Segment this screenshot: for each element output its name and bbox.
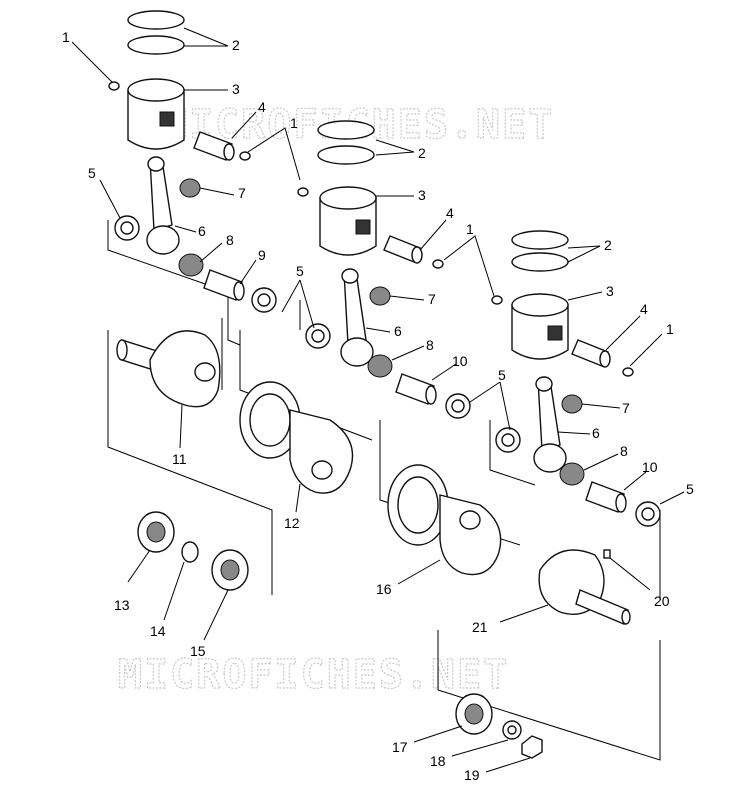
wrist-pin-2 <box>383 235 423 264</box>
crank-center-12 <box>239 381 354 494</box>
callout-9: 9 <box>258 247 266 263</box>
needle-bearing-2a <box>369 286 391 306</box>
callout-10: 10 <box>642 459 658 475</box>
callout-5: 5 <box>498 367 506 383</box>
circlip-1a <box>108 81 120 91</box>
assembly-frames <box>107 220 661 761</box>
circlip-2b <box>432 259 444 269</box>
callout-8: 8 <box>426 337 434 353</box>
callout-18: 18 <box>430 753 446 769</box>
callout-4: 4 <box>640 301 648 317</box>
crank-pin-9 <box>203 269 245 301</box>
needle-bearing-1a <box>179 178 201 198</box>
needle-bearing-2b <box>367 354 393 378</box>
callout-6: 6 <box>394 323 402 339</box>
needle-bearing-3a <box>561 394 583 414</box>
connecting-rod-1 <box>146 156 180 255</box>
wrist-pin-1 <box>193 131 235 161</box>
thrust-washer-3b <box>635 501 661 527</box>
callout-1: 1 <box>62 29 70 45</box>
connecting-rod-2 <box>340 268 374 367</box>
callout-labels: 1 2 3 4 1 5 7 6 8 9 2 3 4 1 2 3 4 1 5 7 … <box>62 29 694 783</box>
circlip-3a <box>491 295 503 305</box>
callout-7: 7 <box>428 291 436 307</box>
callout-2: 2 <box>232 37 240 53</box>
callout-5: 5 <box>88 165 96 181</box>
callout-8: 8 <box>620 443 628 459</box>
piston-rings-1 <box>127 10 185 55</box>
callout-20: 20 <box>654 593 670 609</box>
key-20 <box>603 549 611 559</box>
callout-4: 4 <box>446 205 454 221</box>
callout-2: 2 <box>418 145 426 161</box>
crank-center-16 <box>387 464 502 576</box>
piston-3 <box>511 293 569 360</box>
circlip-2a <box>297 187 309 197</box>
ball-bearing-17 <box>455 693 493 735</box>
needle-bearing-3b <box>559 462 585 486</box>
washer-18 <box>502 720 522 740</box>
callout-10: 10 <box>452 353 468 369</box>
piston-rings-2 <box>317 120 375 165</box>
callout-11: 11 <box>172 451 187 467</box>
callout-7: 7 <box>622 400 630 416</box>
callout-8: 8 <box>226 232 234 248</box>
callout-6: 6 <box>592 425 600 441</box>
callout-17: 17 <box>392 739 408 755</box>
callout-21: 21 <box>472 619 488 635</box>
callout-3: 3 <box>418 187 426 203</box>
callout-12: 12 <box>284 515 300 531</box>
watermark-bottom: MICROFICHES.NET <box>118 652 509 698</box>
ball-bearing-15 <box>211 549 249 591</box>
connecting-rod-3 <box>533 376 567 473</box>
callout-3: 3 <box>232 81 240 97</box>
callout-2: 2 <box>604 237 612 253</box>
snap-ring-14 <box>181 541 199 563</box>
callout-14: 14 <box>150 623 166 639</box>
circlip-3b <box>622 367 634 377</box>
callout-13: 13 <box>114 597 130 613</box>
crank-end-21 <box>538 549 631 625</box>
callout-7: 7 <box>238 185 246 201</box>
thrust-washer-2a <box>305 323 331 349</box>
crank-end-11 <box>116 330 221 408</box>
callout-6: 6 <box>198 223 206 239</box>
ball-bearing-13 <box>137 511 175 553</box>
callout-19: 19 <box>464 767 480 783</box>
crank-pin-10a <box>395 373 437 405</box>
needle-bearing-1b <box>178 253 204 277</box>
callout-4: 4 <box>258 99 266 115</box>
thrust-washer-1b <box>251 287 277 313</box>
leader-lines <box>71 27 685 773</box>
callout-3: 3 <box>606 283 614 299</box>
callout-1: 1 <box>666 321 674 337</box>
crank-pin-10b <box>585 481 627 513</box>
nut-19 <box>521 735 543 759</box>
wrist-pin-3 <box>571 339 611 368</box>
callout-5: 5 <box>296 263 304 279</box>
piston-rings-3 <box>511 230 569 272</box>
callout-16: 16 <box>376 581 392 597</box>
thrust-washer-1a <box>114 215 140 241</box>
thrust-washer-3a <box>495 427 521 453</box>
thrust-washer-2b <box>445 393 471 419</box>
callout-1: 1 <box>466 221 474 237</box>
callout-1: 1 <box>290 115 298 131</box>
callout-15: 15 <box>190 643 206 659</box>
circlip-1b <box>239 151 251 161</box>
piston-2 <box>319 186 377 256</box>
callout-5: 5 <box>686 481 694 497</box>
piston-1 <box>127 78 185 150</box>
